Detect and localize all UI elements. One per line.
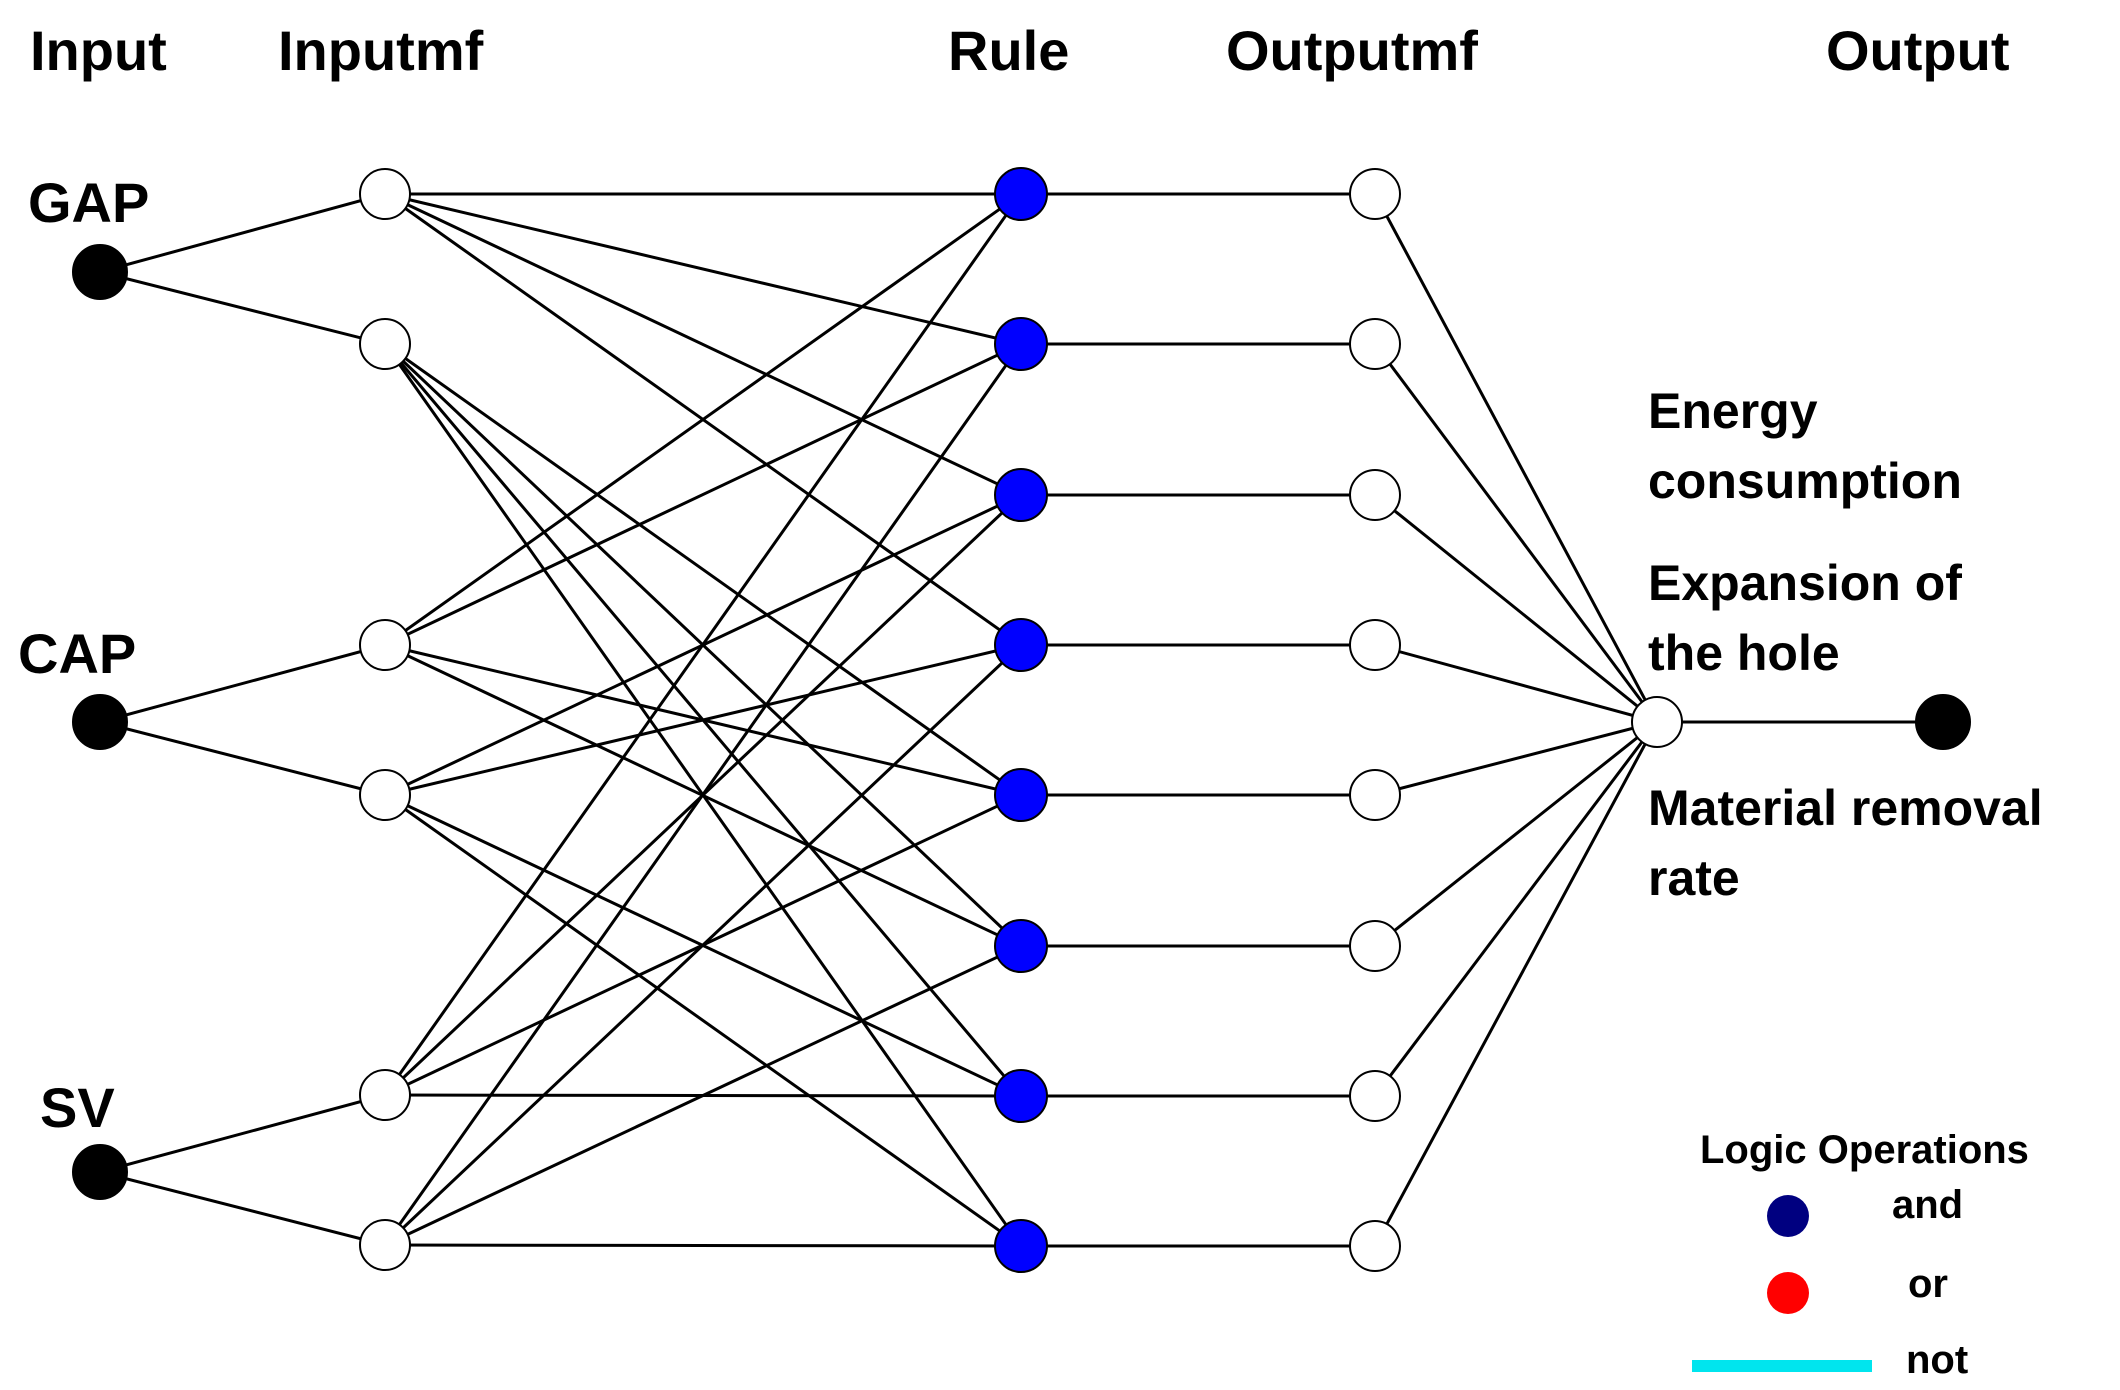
output-label-expansion: Expansion of xyxy=(1648,555,1962,611)
outputmf-node-3 xyxy=(1349,469,1401,521)
outputmf-node-4 xyxy=(1349,619,1401,671)
input-label-cap: CAP xyxy=(18,622,136,685)
input-label-sv: SV xyxy=(40,1076,115,1139)
edge-mf-1-to-rule-2 xyxy=(384,192,1022,346)
header-outputmf: Outputmf xyxy=(1226,19,1478,82)
edge-outputmf-6-to-aggregator xyxy=(1374,720,1658,948)
rule-node-7 xyxy=(994,1069,1048,1123)
edge-input-sv-to-mf-6 xyxy=(99,1170,386,1247)
input-node-cap xyxy=(72,694,128,750)
edge-input-sv-to-mf-5 xyxy=(99,1093,386,1174)
output-label-consumption: consumption xyxy=(1648,453,1962,509)
inputmf-node-5 xyxy=(359,1069,411,1121)
legend-and-label: and xyxy=(1892,1183,1963,1227)
output-node xyxy=(1915,694,1971,750)
outputmf-node-6 xyxy=(1349,920,1401,972)
edge-mf-6-to-rule-8 xyxy=(384,1243,1022,1248)
edge-input-gap-to-mf-2 xyxy=(99,270,386,346)
edge-mf-6-to-rule-2 xyxy=(383,343,1023,1246)
edge-outputmf-4-to-aggregator xyxy=(1374,643,1658,724)
rule-node-3 xyxy=(994,468,1048,522)
input-node-gap xyxy=(72,244,128,300)
node-layer xyxy=(72,167,1971,1273)
inputmf-node-4 xyxy=(359,769,411,821)
inputmf-node-2 xyxy=(359,318,411,370)
legend-and-swatch xyxy=(1767,1195,1809,1237)
edge-mf-2-to-rule-5 xyxy=(384,342,1022,797)
edge-outputmf-1-to-aggregator xyxy=(1373,193,1659,723)
edge-outputmf-7-to-aggregator xyxy=(1373,721,1659,1097)
edge-mf-4-to-rule-8 xyxy=(384,793,1022,1248)
input-label-gap: GAP xyxy=(28,171,149,234)
edge-input-cap-to-mf-4 xyxy=(99,720,386,797)
edge-outputmf-5-to-aggregator xyxy=(1374,720,1658,797)
output-label-rate: rate xyxy=(1648,850,1740,906)
edge-layer xyxy=(99,192,1943,1248)
output-label-material: Material removal xyxy=(1648,780,2043,836)
legend-title: Logic Operations xyxy=(1700,1128,2029,1172)
legend-or-swatch xyxy=(1767,1272,1809,1314)
edge-mf-3-to-rule-2 xyxy=(384,342,1022,647)
header-inputmf: Inputmf xyxy=(278,19,484,82)
edge-mf-4-to-rule-4 xyxy=(384,643,1022,797)
legend-not-label: not xyxy=(1906,1338,1968,1382)
input-node-sv xyxy=(72,1144,128,1200)
legend: Logic Operations and or not xyxy=(1692,1128,2029,1382)
edge-mf-6-to-rule-6 xyxy=(384,944,1022,1247)
edge-mf-1-to-rule-3 xyxy=(384,192,1022,497)
output-label-energy: Energy xyxy=(1648,383,1818,439)
edge-outputmf-8-to-aggregator xyxy=(1373,721,1659,1247)
rule-node-1 xyxy=(994,167,1048,221)
header-input: Input xyxy=(30,19,167,82)
inputmf-node-1 xyxy=(359,168,411,220)
edge-input-gap-to-mf-1 xyxy=(99,192,386,274)
rule-node-2 xyxy=(994,317,1048,371)
edge-mf-6-to-rule-4 xyxy=(383,643,1023,1247)
rule-node-4 xyxy=(994,618,1048,672)
edge-outputmf-3-to-aggregator xyxy=(1374,493,1658,724)
legend-or-label: or xyxy=(1908,1262,1948,1306)
inputmf-node-6 xyxy=(359,1219,411,1271)
edge-outputmf-2-to-aggregator xyxy=(1373,343,1659,723)
outputmf-node-8 xyxy=(1349,1220,1401,1272)
edge-mf-5-to-rule-1 xyxy=(383,193,1023,1096)
output-label-hole: the hole xyxy=(1648,625,1840,681)
output-aggregator-node xyxy=(1631,696,1683,748)
inputmf-node-3 xyxy=(359,619,411,671)
rule-node-5 xyxy=(994,768,1048,822)
rule-node-8 xyxy=(994,1219,1048,1273)
outputmf-node-1 xyxy=(1349,168,1401,220)
edge-input-cap-to-mf-3 xyxy=(99,643,386,724)
header-rule: Rule xyxy=(948,19,1069,82)
outputmf-node-5 xyxy=(1349,769,1401,821)
outputmf-node-7 xyxy=(1349,1070,1401,1122)
edge-mf-3-to-rule-1 xyxy=(384,192,1022,647)
header-output: Output xyxy=(1826,19,2009,82)
outputmf-node-2 xyxy=(1349,318,1401,370)
rule-node-6 xyxy=(994,919,1048,973)
